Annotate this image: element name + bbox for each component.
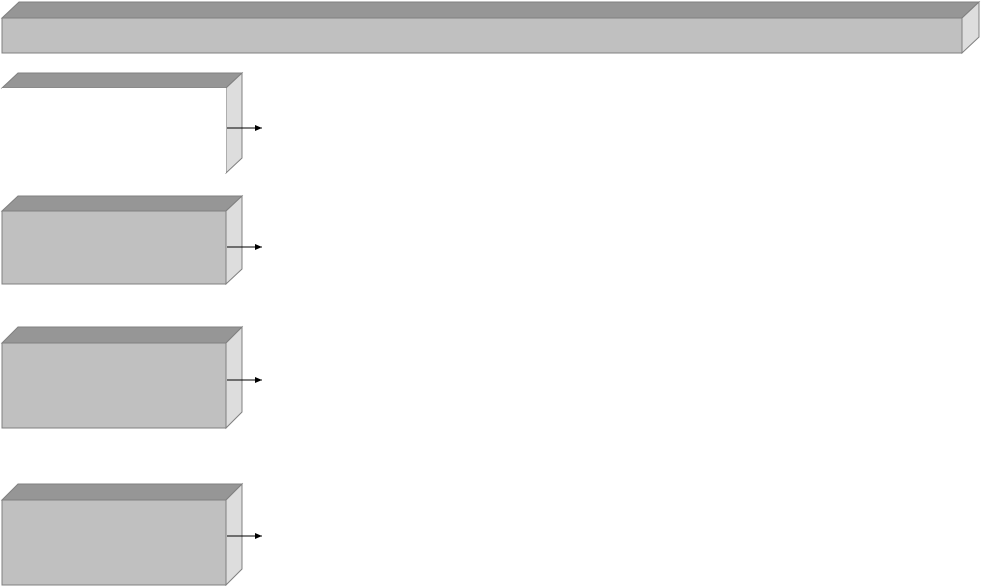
process-box-4-side-face bbox=[225, 482, 243, 586]
process-box-1-front-face bbox=[2, 88, 226, 173]
process-box-3 bbox=[0, 325, 244, 430]
process-box-1-side-face bbox=[225, 71, 243, 175]
process-box-4 bbox=[0, 482, 244, 586]
process-box-2-side-face bbox=[225, 194, 243, 286]
process-box-3-top-face bbox=[0, 326, 244, 344]
process-box-1 bbox=[0, 71, 244, 175]
process-box-3-front-face bbox=[1, 342, 227, 429]
process-box-2-top-face bbox=[0, 195, 244, 212]
header-bar bbox=[0, 0, 981, 55]
process-box-4-front-face bbox=[1, 499, 227, 586]
header-bar-top-face bbox=[0, 1, 981, 19]
process-box-2-front-face bbox=[1, 210, 227, 285]
process-box-4-top-face bbox=[0, 483, 244, 501]
process-box-1-top-face bbox=[0, 72, 244, 89]
header-bar-front-face bbox=[1, 17, 963, 54]
process-box-2 bbox=[0, 194, 244, 286]
process-box-3-side-face bbox=[225, 325, 243, 430]
